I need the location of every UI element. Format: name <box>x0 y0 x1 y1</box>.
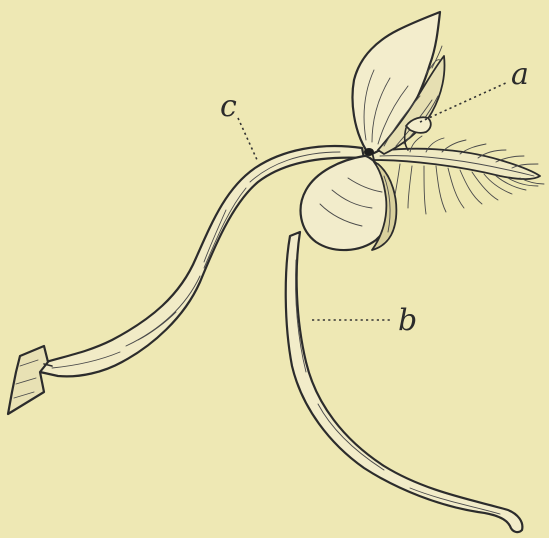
stem-b <box>286 232 523 532</box>
leader-c <box>238 118 258 162</box>
label-b-text: b <box>398 303 417 338</box>
lower-pouch <box>301 156 397 250</box>
flower-node <box>364 148 374 156</box>
stem-cut-base <box>8 346 52 414</box>
upper-petal <box>353 12 445 154</box>
label-c: c <box>220 89 258 162</box>
label-c-text: c <box>220 89 237 124</box>
feathery-appendage <box>372 136 544 214</box>
label-b: b <box>312 303 417 338</box>
label-a-text: a <box>511 57 529 92</box>
